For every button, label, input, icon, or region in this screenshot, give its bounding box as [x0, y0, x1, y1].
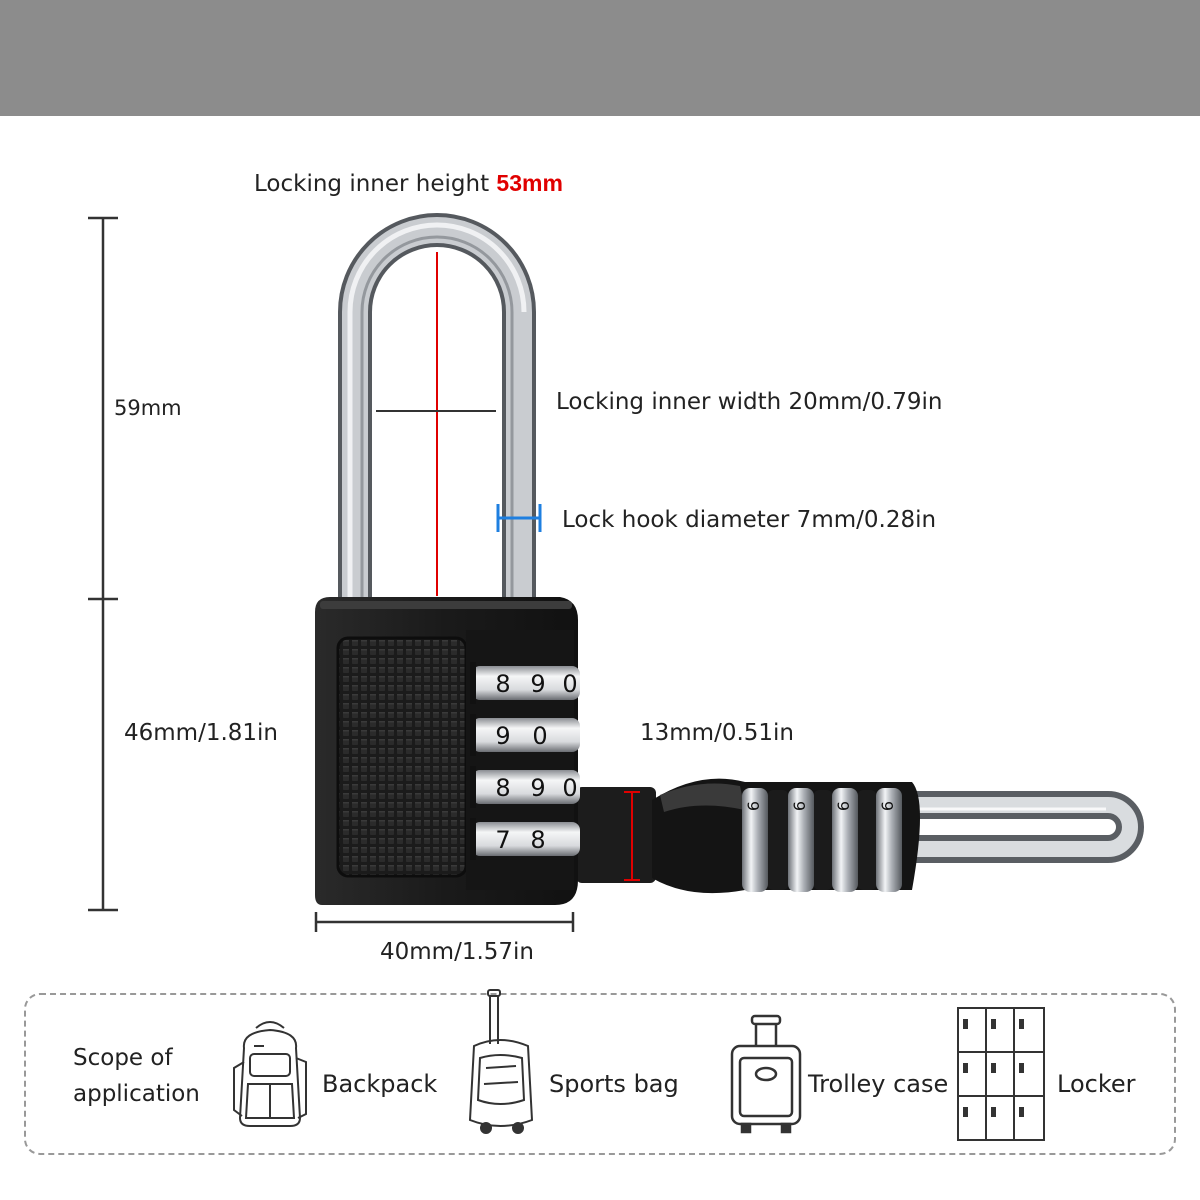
scope-title-line2: application: [73, 1081, 200, 1107]
padlock-illustration: 6 6 6 6 8 9 0: [88, 213, 1144, 932]
inner-height-label-text: Locking inner height: [254, 171, 490, 197]
side-digit: 6: [834, 801, 853, 811]
inner-height-value: 53mm: [496, 170, 563, 196]
dial-digit: 0: [532, 722, 547, 750]
scope-panel: [24, 993, 1176, 1155]
thickness-marker: [624, 791, 640, 881]
dial-row-1: 8 9 0: [470, 662, 580, 704]
inner-height-label: Locking inner height 53mm: [254, 170, 563, 197]
dial-row-2: 9 0: [470, 714, 580, 756]
body-thickness-label: 13mm/0.51in: [640, 720, 795, 746]
dial-digit: 8: [530, 826, 545, 854]
dial-digit: 9: [495, 722, 510, 750]
hook-diameter-marker: [496, 504, 542, 532]
dial-digit: 0: [562, 774, 577, 802]
hook-diameter-label: Lock hook diameter 7mm/0.28in: [562, 507, 937, 533]
trolley-case-icon: [730, 1014, 802, 1134]
rolling-sports-bag-icon: [468, 989, 534, 1134]
locker-icon: [957, 1007, 1045, 1141]
side-digit: 6: [878, 801, 897, 811]
scope-item-sports-bag: Sports bag: [549, 1070, 679, 1098]
dial-digit: 8: [495, 670, 510, 698]
dial-row-4: 7 8: [470, 818, 580, 860]
grip-panel: [336, 636, 468, 878]
scope-item-trolley-case: Trolley case: [808, 1070, 949, 1098]
side-digit: 6: [744, 801, 763, 811]
dial-digit: 8: [495, 774, 510, 802]
side-dials: 6 6 6 6: [742, 788, 902, 892]
scope-item-backpack: Backpack: [322, 1070, 438, 1098]
dial-row-3: 8 9 0: [470, 766, 580, 808]
backpack-icon: [233, 1021, 307, 1127]
dial-digit: 9: [530, 670, 545, 698]
dial-digit: 0: [562, 670, 577, 698]
scope-title: Scope of application: [73, 1040, 200, 1112]
scope-title-line1: Scope of: [73, 1045, 173, 1071]
dial-digit: 7: [495, 826, 510, 854]
side-digit: 6: [790, 801, 809, 811]
main-lock-body: 8 9 0 9 0 8 9 0 7 8: [315, 597, 580, 905]
top-banner: [0, 0, 1200, 116]
total-height-label: 59mm: [114, 396, 182, 420]
main-shackle: [338, 213, 536, 600]
body-height-label: 46mm/1.81in: [124, 720, 279, 746]
side-lock-body: 6 6 6 6: [576, 778, 920, 894]
inner-width-label: Locking inner width 20mm/0.79in: [556, 389, 943, 415]
scope-item-locker: Locker: [1057, 1070, 1136, 1098]
width-scale: [314, 912, 575, 932]
height-scale: [88, 216, 118, 912]
dial-digit: 9: [530, 774, 545, 802]
body-width-label: 40mm/1.57in: [380, 939, 535, 965]
